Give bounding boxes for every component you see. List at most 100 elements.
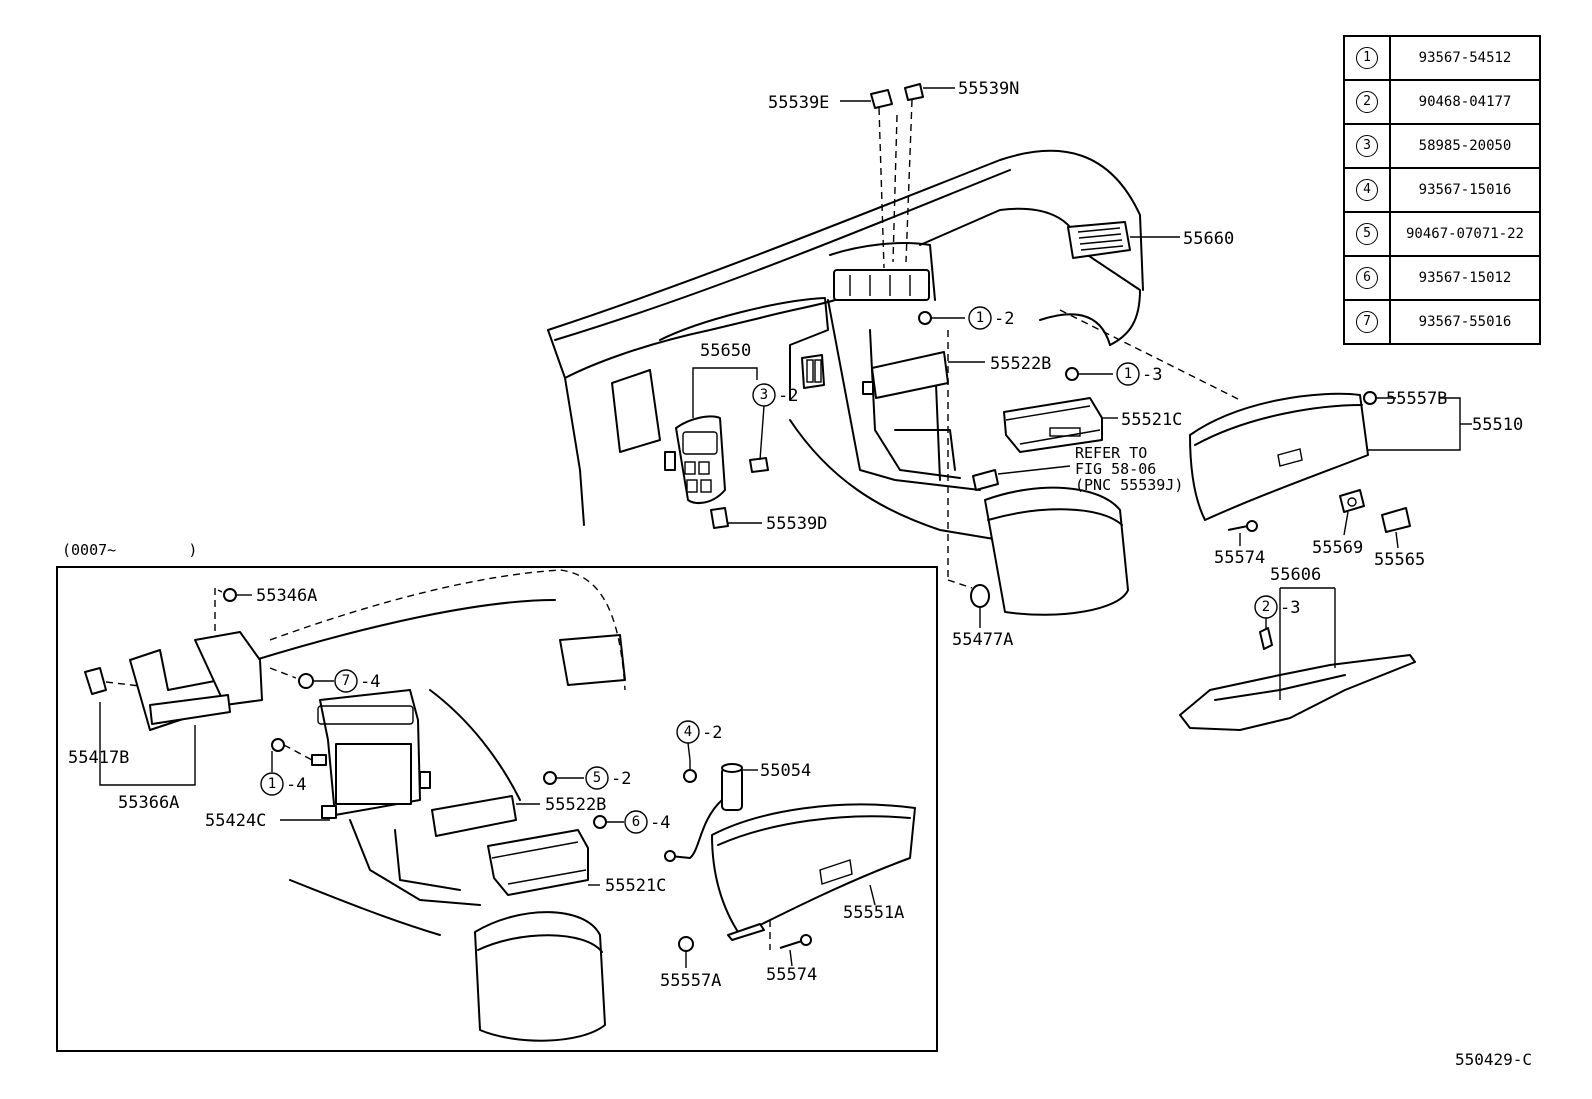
switches-55539 bbox=[870, 83, 924, 269]
side-vent-55660 bbox=[1067, 221, 1180, 259]
ref-6-4: 6 -4 bbox=[624, 810, 670, 834]
inset-navi-display-55424C bbox=[280, 689, 431, 821]
callout-55565: 55565 bbox=[1374, 550, 1425, 570]
inset-dashboard-outline bbox=[254, 569, 626, 936]
center-vent-panel bbox=[833, 269, 930, 301]
callout-55521C: 55521C bbox=[1121, 410, 1182, 430]
undercover-55606 bbox=[1179, 587, 1416, 731]
svg-text:7: 7 bbox=[342, 673, 350, 689]
inset-bolt-6-4 bbox=[593, 815, 624, 829]
stereo-55521C bbox=[1003, 397, 1118, 453]
svg-text:-2: -2 bbox=[611, 769, 631, 789]
inset-bolt-55346A bbox=[214, 588, 252, 635]
legend-row: 5 90467-07071-22 bbox=[1343, 211, 1541, 257]
inset-bolt-5-2 bbox=[543, 771, 584, 785]
svg-text:-2: -2 bbox=[994, 309, 1014, 329]
svg-text:6: 6 bbox=[632, 814, 640, 830]
inset-stereo-55521C bbox=[487, 829, 600, 896]
refer-note-line3: (PNC 55539J) bbox=[1075, 476, 1183, 494]
legend-part-number: 93567-55016 bbox=[1389, 299, 1541, 345]
callout-55539E: 55539E bbox=[768, 93, 829, 113]
legend-ref-number: 1 bbox=[1343, 35, 1391, 81]
latch-55569 bbox=[1339, 489, 1365, 536]
circled-number-icon: 3 bbox=[1356, 135, 1378, 157]
svg-text:1: 1 bbox=[1124, 366, 1132, 382]
display-55522B bbox=[862, 351, 985, 399]
inset-glovebox-55551A bbox=[711, 803, 916, 941]
glovebox-55510 bbox=[1059, 309, 1396, 521]
svg-text:5: 5 bbox=[593, 770, 601, 786]
svg-text:-4: -4 bbox=[286, 775, 306, 795]
callout-55417B: 55417B bbox=[68, 748, 129, 768]
bolt-1-3 bbox=[1065, 367, 1113, 381]
circled-number-icon: 4 bbox=[1356, 179, 1378, 201]
callout-55539D: 55539D bbox=[766, 514, 827, 534]
legend-ref-number: 7 bbox=[1343, 299, 1391, 345]
inset-range-label: (0007~ ) bbox=[62, 541, 198, 559]
legend-ref-number: 4 bbox=[1343, 167, 1391, 213]
svg-text:4: 4 bbox=[684, 724, 692, 740]
callout-55569: 55569 bbox=[1312, 538, 1363, 558]
callout-55346A: 55346A bbox=[256, 586, 317, 606]
ref-1-3: 1 -3 bbox=[1116, 362, 1162, 386]
callout-55522B-inset: 55522B bbox=[545, 795, 606, 815]
inset-bolt-55574 bbox=[769, 920, 812, 967]
callout-55650: 55650 bbox=[700, 341, 751, 361]
inset-frame bbox=[56, 566, 938, 1052]
legend-ref-number: 6 bbox=[1343, 255, 1391, 301]
legend-row: 7 93567-55016 bbox=[1343, 299, 1541, 345]
ref-1-2: 1 -2 bbox=[968, 306, 1014, 330]
callout-55522B: 55522B bbox=[990, 354, 1051, 374]
legend-part-number: 93567-54512 bbox=[1389, 35, 1541, 81]
callout-55557A: 55557A bbox=[660, 971, 721, 991]
svg-text:-3: -3 bbox=[1142, 365, 1162, 385]
ref-2-3: 2 -3 bbox=[1254, 595, 1300, 630]
svg-text:-4: -4 bbox=[360, 672, 380, 692]
circled-number-icon: 2 bbox=[1356, 91, 1378, 113]
ref-3-2: 3 -2 bbox=[752, 383, 798, 461]
svg-text:3: 3 bbox=[760, 387, 768, 403]
inset-lighter-55054 bbox=[664, 760, 758, 862]
circled-number-icon: 1 bbox=[1356, 47, 1378, 69]
inset-display-55522B bbox=[431, 795, 540, 837]
legend-part-number: 93567-15016 bbox=[1389, 167, 1541, 213]
callout-55606: 55606 bbox=[1270, 565, 1321, 585]
svg-text:-2: -2 bbox=[702, 723, 722, 743]
inset-console bbox=[474, 911, 606, 1042]
legend-ref-number: 2 bbox=[1343, 79, 1391, 125]
callout-55557B: 55557B bbox=[1386, 389, 1447, 409]
svg-text:1: 1 bbox=[976, 310, 984, 326]
callout-55551A: 55551A bbox=[843, 903, 904, 923]
legend-row: 1 93567-54512 bbox=[1343, 35, 1541, 81]
svg-text:-2: -2 bbox=[778, 386, 798, 406]
bracket-55510 bbox=[1368, 397, 1472, 451]
inset-bracket-55366A bbox=[84, 631, 263, 786]
callout-55660: 55660 bbox=[1183, 229, 1234, 249]
ref-4-2: 4 -2 bbox=[676, 720, 722, 761]
refer-note-line1: REFER TO bbox=[1075, 444, 1147, 462]
legend-part-number: 90467-07071-22 bbox=[1389, 211, 1541, 257]
legend-row: 4 93567-15016 bbox=[1343, 167, 1541, 213]
callout-55574: 55574 bbox=[1214, 548, 1265, 568]
ref-5-2: 5 -2 bbox=[585, 766, 631, 790]
legend-part-number: 58985-20050 bbox=[1389, 123, 1541, 169]
dashboard-outline bbox=[547, 149, 1144, 541]
inset-bolt-1-4 bbox=[271, 738, 313, 772]
circled-number-icon: 7 bbox=[1356, 311, 1378, 333]
pad-55565 bbox=[1381, 507, 1411, 549]
svg-text:1: 1 bbox=[268, 776, 276, 792]
inset-bolt-7-4 bbox=[269, 667, 334, 689]
bolt-55574 bbox=[1227, 520, 1258, 546]
callout-55424C: 55424C bbox=[205, 811, 266, 831]
circled-number-icon: 5 bbox=[1356, 223, 1378, 245]
callout-55574-inset: 55574 bbox=[766, 965, 817, 985]
refer-note-line2: FIG 58-06 bbox=[1075, 460, 1156, 478]
center-console-main bbox=[984, 486, 1129, 616]
callout-55539N: 55539N bbox=[958, 79, 1019, 99]
svg-text:2: 2 bbox=[1262, 599, 1270, 615]
cap-55477A bbox=[947, 330, 990, 628]
